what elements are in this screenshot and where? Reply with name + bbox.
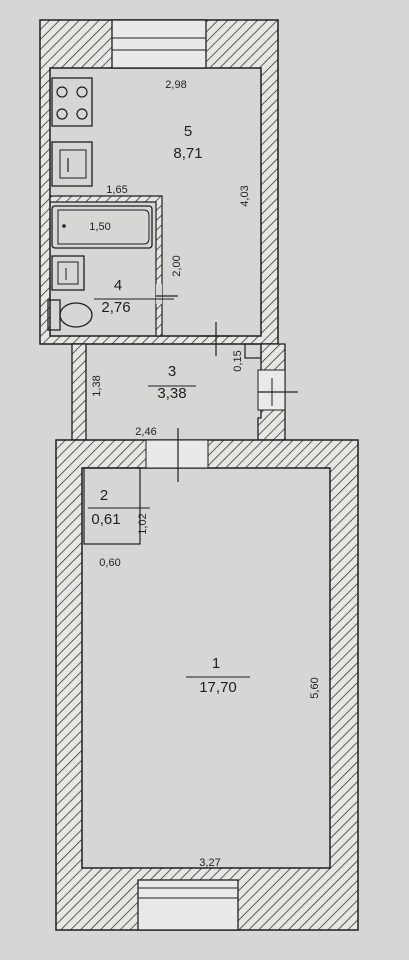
room-4-area: 2,76 [101, 299, 130, 316]
room-1-area: 17,70 [199, 679, 237, 696]
dim-kitchen-width: 2,98 [165, 79, 186, 91]
dim-hall-width: 2,46 [135, 426, 156, 438]
bathtub-icon [51, 205, 153, 249]
dim-hall-step: 0,15 [232, 350, 244, 371]
room-1-number: 1 [212, 655, 220, 672]
room-4-label: 4 2,76 [94, 277, 174, 316]
main-room-walls [55, 428, 359, 931]
room-4-number: 4 [114, 277, 122, 294]
toilet-icon [47, 299, 93, 331]
room-2-number: 2 [100, 487, 108, 504]
dim-bath-height: 2,00 [171, 255, 183, 276]
room-3-number: 3 [168, 363, 176, 380]
dim-closet-width: 0,60 [99, 557, 120, 569]
dim-room-length: 5,60 [309, 677, 321, 698]
dim-kitchen-length: 4,03 [239, 185, 251, 206]
room-5-number: 5 [184, 123, 192, 140]
kitchen-door-marker [200, 322, 232, 356]
dim-bathtub: 1,50 [89, 221, 110, 233]
dim-hall-height: 1,38 [91, 375, 103, 396]
main-wall-hatch [55, 439, 359, 931]
room-3-label: 3 3,38 [148, 363, 196, 402]
kitchen-window [111, 19, 207, 69]
room-2-label: 2 0,61 [88, 487, 150, 528]
dim-closet-height: 1,02 [137, 513, 149, 534]
dim-room-width: 3,27 [199, 857, 220, 869]
closet-outline [83, 467, 141, 545]
room-5-area: 8,71 [173, 145, 202, 162]
room-window [137, 879, 239, 931]
stove-icon [51, 77, 93, 127]
kitchen-sink-icon [51, 141, 93, 187]
room-2-area: 0,61 [91, 511, 120, 528]
dim-bath-partition: 1,65 [106, 184, 127, 196]
room-3-area: 3,38 [157, 385, 186, 402]
room-1-label: 1 17,70 [186, 655, 250, 696]
room-5-label: 5 8,71 [173, 123, 202, 162]
corridor-walls [71, 343, 298, 441]
bathroom-sink-icon [51, 255, 85, 291]
bathroom-partition [49, 195, 178, 337]
